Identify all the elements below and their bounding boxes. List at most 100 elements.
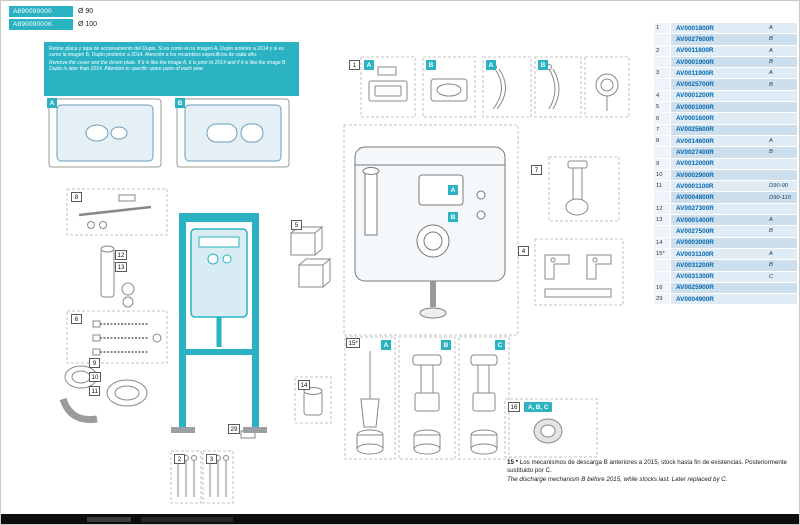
callout-label: 13 — [117, 263, 125, 271]
diagram-callout: B — [448, 212, 458, 222]
callout-label: 16 — [510, 403, 518, 411]
part-code: AV0025600R — [676, 126, 714, 134]
callout-label: 29 — [230, 425, 238, 433]
control-plate-panels — [48, 98, 290, 168]
part-code: AV0031300R — [676, 273, 714, 281]
diagram-callout: A — [364, 60, 374, 70]
part-index: 1 — [654, 23, 671, 34]
callout-label: 9 — [92, 359, 97, 367]
diagram-callout: B — [441, 340, 451, 350]
part-code: AV0003000R — [676, 239, 714, 247]
gasket-seal — [533, 418, 563, 444]
table-row: 5 AV0001000R — [654, 102, 797, 114]
part-index: 13 — [654, 215, 671, 226]
diagram-callout: A — [381, 340, 391, 350]
callout-label: 11 — [91, 387, 98, 395]
table-row: 15* AV0031100R A — [654, 248, 797, 261]
diagram-callout: B — [175, 98, 185, 108]
spare-parts-table: 1 AV0001800R A AV0027600R B 2 AV0011800R… — [654, 23, 797, 306]
part-index — [654, 271, 671, 282]
fixing-screws — [92, 320, 162, 356]
table-row: 3 AV0011900R A — [654, 68, 797, 80]
part-group-boxes — [66, 56, 630, 504]
product-badges: A890090000 Ø 90 A89009000K Ø 100 — [9, 6, 97, 30]
part-variant: B — [769, 59, 773, 66]
part-variant: D90-110 — [769, 194, 791, 201]
table-row: AV0027400R B — [654, 147, 797, 159]
callout-label: 4 — [521, 247, 526, 255]
part-index — [654, 260, 671, 271]
callout-label: A — [488, 61, 494, 69]
diagram-callout: C — [495, 340, 505, 350]
part-code: AV0025900R — [676, 284, 714, 292]
callout-label: 5 — [294, 221, 299, 229]
callout-label: 3 — [209, 455, 214, 463]
part-code: AV0001800R — [676, 24, 714, 32]
callout-label: 12 — [117, 251, 125, 259]
diagram-callout: 7 — [531, 165, 542, 175]
diagram-callout: 3 — [206, 454, 217, 464]
part-variant: A — [769, 138, 773, 145]
note-english: Remove the cover and the driven plate. I… — [49, 60, 287, 73]
part-code: AV0001900R — [676, 58, 714, 66]
discharge-mechanisms — [356, 351, 498, 455]
product-code: A89009000K — [9, 19, 73, 30]
diagram-callout: A — [47, 98, 57, 108]
note-spanish: Retirar placa y tapa de accionamiento de… — [49, 46, 284, 59]
diagram-callout: B — [426, 60, 436, 70]
part-index: 2 — [654, 45, 671, 56]
table-row: 9 AV0012000R — [654, 158, 797, 170]
table-row: 2 AV0011800R A — [654, 45, 797, 57]
footer-logo — [87, 516, 131, 522]
table-row: AV0031300R C — [654, 271, 797, 283]
table-row: AV0027600R B — [654, 34, 797, 46]
part-code: AV0027600R — [676, 35, 714, 43]
part-variant: A — [769, 70, 773, 77]
footer-bar — [1, 514, 799, 524]
part-code: AV0027300R — [676, 205, 714, 213]
table-row: AV0004800R D90-110 — [654, 192, 797, 204]
part-code: AV0031200R — [676, 261, 714, 269]
part-code: AV0027400R — [676, 148, 714, 156]
part-index: 12 — [654, 203, 671, 215]
table-row: AV0025700R B — [654, 79, 797, 91]
table-row: 16 AV0025900R — [654, 282, 797, 295]
diagram-callout: 4 — [518, 246, 529, 256]
diagram-callout: 8 — [71, 192, 82, 202]
part-variant: A — [769, 47, 773, 54]
part-variant: B — [769, 262, 773, 269]
part-code: AV0011900R — [676, 69, 714, 77]
part-variant — [763, 283, 797, 293]
table-row: 10 AV0002900R — [654, 169, 797, 182]
part-code: AV0002900R — [676, 171, 714, 179]
callout-label: 8 — [74, 193, 79, 201]
diagram-callout: 15* — [346, 338, 361, 348]
part-index: 5 — [654, 102, 671, 113]
diagram-callout: A, B, C — [524, 402, 553, 412]
part-variant — [763, 170, 797, 180]
callout-label: A, B, C — [528, 403, 549, 411]
part-index: 11 — [654, 181, 671, 192]
part-variant — [763, 204, 797, 214]
diameter-label: Ø 90 — [78, 8, 94, 15]
outlet-elbows — [59, 365, 148, 424]
connector-part — [303, 387, 323, 416]
support-frame — [171, 213, 267, 433]
part-index: 6 — [654, 113, 671, 124]
diagram-callout: 9 — [89, 358, 100, 368]
table-row: AV0027500R B — [654, 226, 797, 238]
part-variant: C — [769, 273, 774, 280]
table-row: 8 AV0014600R A — [654, 135, 797, 148]
part-index: 3 — [654, 68, 671, 79]
product-code: A890090000 — [9, 6, 73, 17]
part-code: AV0027500R — [676, 227, 714, 235]
diagram-callout: 10 — [89, 372, 101, 382]
part-code: AV0001100R — [676, 182, 714, 190]
actuator-rod — [78, 194, 152, 229]
spacer-blocks — [290, 225, 332, 288]
callout-label: B — [450, 213, 456, 221]
callout-label: A — [49, 99, 55, 107]
part-variant: A — [769, 217, 773, 224]
flush-pipe — [100, 245, 135, 308]
callout-label: 14 — [300, 381, 308, 389]
